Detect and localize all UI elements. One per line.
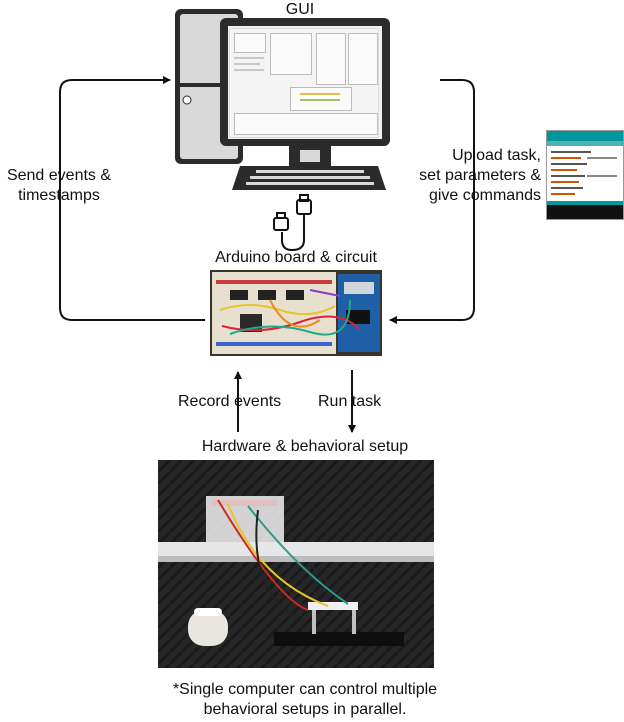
usb-cable-icon bbox=[273, 194, 312, 252]
upload-task-line-3: give commands bbox=[428, 187, 541, 204]
run-task-label: Run task bbox=[318, 393, 382, 410]
upload-task-line-2: set parameters & bbox=[419, 167, 541, 184]
footnote-line-2: behavioral setups in parallel. bbox=[203, 701, 407, 718]
upload-task-line-1: Upload task, bbox=[452, 147, 541, 164]
footnote: *Single computer can control multiple be… bbox=[80, 680, 530, 720]
send-events-line-1: Send events & bbox=[6, 167, 112, 184]
send-events-arrow bbox=[59, 76, 205, 321]
record-events-label: Record events bbox=[178, 393, 282, 410]
arduino-label: Arduino board & circuit bbox=[215, 249, 377, 266]
upload-task-arrow bbox=[389, 79, 475, 324]
footnote-line-1: *Single computer can control multiple bbox=[172, 681, 438, 698]
send-events-label: Send events & timestamps bbox=[0, 166, 118, 206]
gui-label: GUI bbox=[285, 1, 315, 18]
send-events-line-2: timestamps bbox=[18, 187, 100, 204]
upload-task-label: Upload task, set parameters & give comma… bbox=[395, 146, 541, 206]
gui-screen-mockup bbox=[229, 28, 379, 138]
hardware-setup-label: Hardware & behavioral setup bbox=[201, 438, 409, 455]
arduino-breadboard-photo bbox=[210, 270, 382, 356]
arduino-ide-screenshot bbox=[546, 130, 624, 220]
behavioral-setup-photo bbox=[158, 460, 434, 668]
